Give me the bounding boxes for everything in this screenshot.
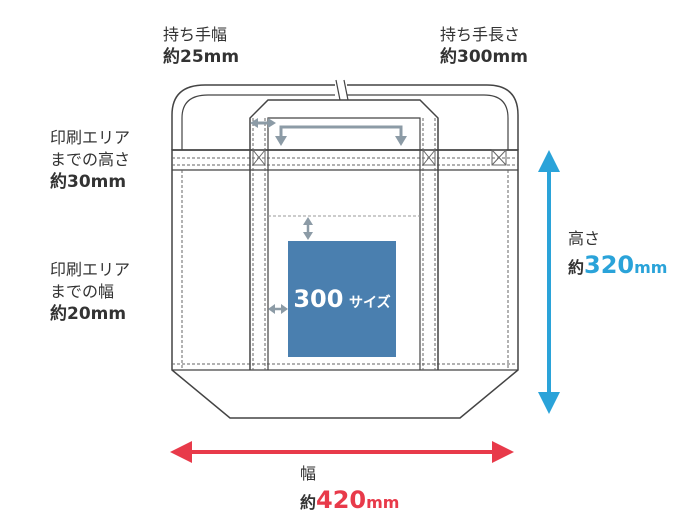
front-handle-inner <box>267 117 421 370</box>
width-unit: mm <box>366 493 400 512</box>
width-arrow <box>170 441 514 463</box>
height-unit: mm <box>634 258 668 277</box>
reinforcement-stitches <box>252 149 507 166</box>
front-handle <box>249 99 439 370</box>
print-side-value: 約20mm <box>50 304 127 324</box>
height-label: 高さ 約320mm <box>568 228 667 283</box>
handle-length-value: 約300mm <box>440 47 528 67</box>
back-handle <box>171 84 519 150</box>
handle-length-title: 持ち手長さ <box>440 25 521 44</box>
print-area-number: 300 <box>293 285 344 313</box>
back-handle-inner <box>181 94 509 150</box>
print-top-line2: までの高さ <box>50 150 131 169</box>
handle-width-value: 約25mm <box>163 47 240 67</box>
print-side-line2: までの幅 <box>50 282 115 301</box>
height-prefix: 約 <box>568 258 585 277</box>
print-area-suffix: サイズ <box>349 295 391 311</box>
handle-break-mark <box>335 79 349 101</box>
height-arrow <box>538 150 560 414</box>
height-value: 320 <box>584 251 635 279</box>
height-title: 高さ <box>568 229 601 248</box>
handle-width-label: 持ち手幅 約25mm <box>163 24 239 68</box>
print-top-label: 印刷エリア までの高さ 約30mm <box>50 127 130 193</box>
width-prefix: 約 <box>300 493 317 512</box>
print-side-label: 印刷エリア までの幅 約20mm <box>50 259 130 325</box>
width-title: 幅 <box>300 464 317 483</box>
handle-width-title: 持ち手幅 <box>163 25 228 44</box>
print-top-value: 約30mm <box>50 172 127 192</box>
width-value: 420 <box>316 486 367 514</box>
measure-arrows <box>250 118 407 314</box>
width-label: 幅 約420mm <box>300 463 399 518</box>
print-area <box>288 241 396 357</box>
print-top-line1: 印刷エリア <box>50 128 131 147</box>
print-area-label: 300 サイズ <box>288 285 396 313</box>
print-side-line1: 印刷エリア <box>50 260 131 279</box>
handle-length-label: 持ち手長さ 約300mm <box>440 24 528 68</box>
